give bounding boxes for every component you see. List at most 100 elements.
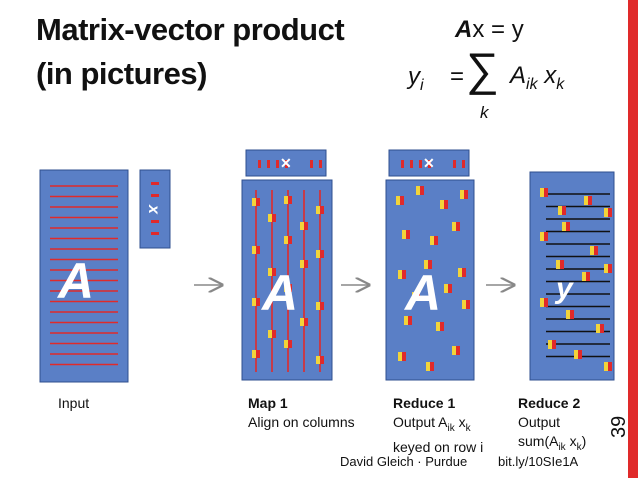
formula-term: Aik xk: [510, 62, 565, 93]
pair-yellow: [404, 316, 408, 325]
pair-red: [544, 298, 548, 307]
title-line-2: (in pictures): [36, 56, 207, 91]
vector-entry: [310, 160, 313, 168]
caption-reduce1-title: Reduce 1: [393, 395, 456, 411]
pair-yellow: [300, 222, 304, 230]
pair-red: [288, 236, 292, 244]
pair-red: [320, 356, 324, 364]
reduce1-matrix-label: A: [403, 265, 441, 321]
reduce2-block: y: [529, 171, 615, 381]
pair-red: [456, 346, 460, 355]
pair-red: [544, 232, 548, 241]
vector-entry: [401, 160, 404, 168]
pair-yellow: [558, 206, 562, 215]
caption-reduce2-line2: sum(Aik xk): [518, 433, 587, 453]
caption-map1: Map 1 Align on columns: [248, 394, 355, 432]
pair-yellow: [458, 268, 462, 277]
vector-entry: [419, 160, 422, 168]
formula-ax-equals-y: Ax = y: [455, 16, 524, 44]
pair-red: [570, 310, 574, 319]
pair-yellow: [316, 302, 320, 310]
pair-red: [304, 222, 308, 230]
pair-yellow: [604, 264, 608, 273]
pair-yellow: [268, 268, 272, 276]
pair-red: [462, 268, 466, 277]
pair-red: [600, 324, 604, 333]
caption-reduce1-line2: keyed on row i: [393, 438, 484, 455]
map1-vector-entries: [258, 160, 322, 168]
pair-red: [256, 198, 260, 206]
pair-yellow: [284, 340, 288, 348]
pair-yellow: [252, 350, 256, 358]
pair-red: [416, 292, 420, 301]
reduce1-pairs: [396, 186, 470, 371]
pair-red: [320, 206, 324, 214]
reduce1-vector-label: ✕: [423, 155, 435, 171]
input-matrix: A: [39, 169, 129, 383]
pair-red: [560, 260, 564, 269]
pair-red: [256, 298, 260, 306]
caption-reduce1: Reduce 1 Output Aik xk keyed on row i: [393, 394, 483, 457]
pair-yellow: [402, 230, 406, 239]
pair-red: [456, 222, 460, 231]
pair-red: [566, 222, 570, 231]
pair-yellow: [300, 318, 304, 326]
reduce2-result-label: y: [554, 272, 574, 305]
caption-reduce2-line1: Output: [518, 414, 561, 430]
pair-red: [552, 340, 556, 349]
pair-red: [256, 350, 260, 358]
pair-red: [320, 250, 324, 258]
pair-red: [402, 352, 406, 361]
pair-yellow: [416, 186, 420, 195]
pair-red: [562, 206, 566, 215]
footer-link[interactable]: bit.ly/10SIe1A: [498, 454, 579, 469]
pair-yellow: [398, 352, 402, 361]
vector-entry: [285, 160, 288, 168]
pair-red: [408, 316, 412, 325]
pair-yellow: [562, 222, 566, 231]
vector-entry: [258, 160, 261, 168]
footer-author: David Gleich · Purdue: [340, 454, 468, 469]
caption-map1-desc: Align on columns: [248, 414, 355, 430]
formula-sum-symbol: ∑: [466, 43, 499, 95]
accent-bar: [628, 0, 638, 478]
reduce2-row-lines: [546, 193, 610, 358]
pair-yellow: [574, 350, 578, 359]
pair-red: [288, 284, 292, 292]
pair-yellow: [268, 330, 272, 338]
pair-yellow: [316, 250, 320, 258]
slide-title: Matrix-vector product (in pictures): [36, 8, 345, 96]
map1-columns: [252, 190, 324, 372]
map1-vector-label: ✕: [280, 155, 292, 171]
pair-yellow: [252, 246, 256, 254]
pair-yellow: [316, 356, 320, 364]
pair-red: [272, 214, 276, 222]
pair-yellow: [584, 196, 588, 205]
pair-red: [400, 196, 404, 205]
reduce1-block: ✕ A: [385, 149, 475, 381]
vector-entry: [453, 160, 456, 168]
map1-matrix-label: A: [260, 265, 298, 321]
pair-yellow: [604, 362, 608, 371]
caption-input: Input: [58, 395, 90, 411]
pair-red: [448, 284, 452, 293]
formula-yi: yi: [408, 63, 424, 94]
pair-yellow: [268, 214, 272, 222]
input-matrix-label: A: [56, 253, 94, 309]
vector-entry: [276, 160, 279, 168]
reduce2-pairs: [540, 188, 612, 371]
input-matrix-rows: [50, 185, 118, 366]
pair-yellow: [540, 298, 544, 307]
pair-yellow: [460, 190, 464, 199]
pair-red: [586, 272, 590, 281]
pair-red: [608, 264, 612, 273]
vector-entry: [267, 160, 270, 168]
pair-yellow: [426, 362, 430, 371]
vector-entry: [319, 160, 322, 168]
pair-red: [256, 246, 260, 254]
pair-red: [588, 196, 592, 205]
pair-red: [304, 260, 308, 268]
formula-sum-index: k: [480, 103, 489, 122]
input-vector-label: x: [145, 204, 162, 215]
